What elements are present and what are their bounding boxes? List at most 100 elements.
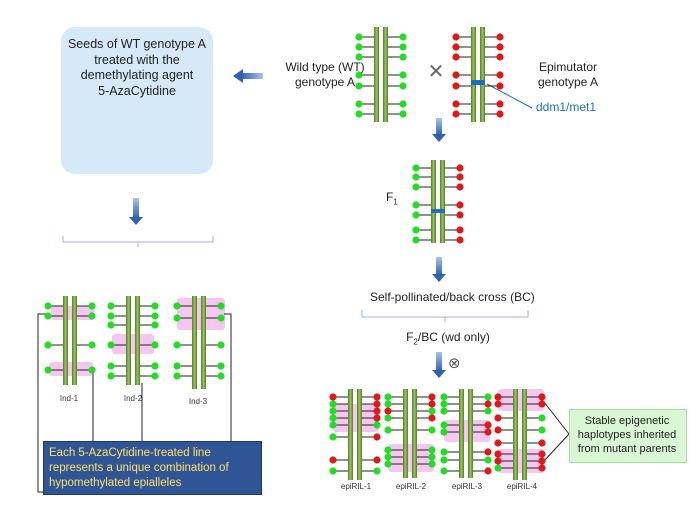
unmethylated-site xyxy=(329,433,337,441)
f1-chromosome-mutation-block xyxy=(431,209,445,213)
methylated-site xyxy=(496,43,504,51)
arrow-f1-to-f2 xyxy=(432,257,446,282)
methylated-site xyxy=(496,71,504,79)
unmethylated-site xyxy=(412,236,420,244)
seed-line-4: 5-AzaCytidine xyxy=(98,83,176,98)
methylated-site xyxy=(538,393,546,401)
epiril-2-chromosome-strand-left xyxy=(403,389,408,478)
unmethylated-site xyxy=(384,400,392,408)
unmethylated-site xyxy=(484,407,492,415)
epimutator-chromosome-mutation-block xyxy=(471,80,485,85)
unmethylated-site xyxy=(217,302,225,310)
ind-1-chromosome-strand-right xyxy=(72,296,77,385)
unmethylated-site xyxy=(329,467,337,475)
arrow-f2-to-epirils xyxy=(432,352,446,378)
unmethylated-site xyxy=(412,164,420,172)
unmethylated-site xyxy=(355,53,363,61)
epiril4-highlight-top xyxy=(498,389,544,411)
methylated-site xyxy=(452,43,460,51)
seed-line-3: demethylating agent xyxy=(80,68,194,83)
unmethylated-site xyxy=(399,100,407,108)
methylated-site xyxy=(496,53,504,61)
f1-chromosome-strand-left xyxy=(431,160,436,243)
methylated-site xyxy=(456,211,464,219)
epimutator-chromosome-strand-right xyxy=(480,27,485,122)
unmethylated-site xyxy=(399,110,407,118)
methylated-site xyxy=(452,53,460,61)
methylated-site xyxy=(496,82,504,90)
epiril-1-chromosome-strand-left xyxy=(348,389,353,480)
ind1-highlight-bottom xyxy=(49,362,93,376)
unmethylated-site xyxy=(173,341,181,349)
unmethylated-site xyxy=(384,453,392,461)
methylated-site xyxy=(373,433,381,441)
seed-treatment-box xyxy=(61,27,213,174)
ind-label-2: Ind-2 xyxy=(123,394,143,403)
seed-brace xyxy=(62,236,214,247)
unmethylated-site xyxy=(107,341,115,349)
ind-2-chromosome-strand-left xyxy=(126,296,131,385)
arrow-f2-to-epirils-shaft xyxy=(436,352,442,371)
ind-2-chromosome xyxy=(107,296,159,385)
unmethylated-site xyxy=(107,302,115,310)
epiril-4-chromosome xyxy=(494,389,546,480)
epiril-1-chromosome xyxy=(329,389,381,480)
chromosome-layer xyxy=(44,27,546,480)
unmethylated-site xyxy=(107,372,115,380)
epiril-4-chromosome-strand-left xyxy=(513,389,518,480)
unmethylated-site xyxy=(440,400,448,408)
unmethylated-site xyxy=(412,183,420,191)
green-connector-lower xyxy=(543,433,570,462)
unmethylated-site xyxy=(412,173,420,181)
unmethylated-site xyxy=(428,453,436,461)
ind-label-1: Ind-1 xyxy=(59,394,79,403)
methylated-site xyxy=(456,201,464,209)
unmethylated-site xyxy=(88,366,96,374)
epiril4-highlight-bottom xyxy=(498,449,544,473)
methylated-site xyxy=(452,82,460,90)
unmethylated-site xyxy=(355,82,363,90)
unmethylated-site xyxy=(44,366,52,374)
arrow-parents-to-f1-shaft xyxy=(436,118,442,135)
arrow-layer xyxy=(129,69,446,378)
arrow-seed-to-lines-head xyxy=(129,217,143,225)
f1-base: F xyxy=(386,190,394,204)
ind-1-chromosome xyxy=(44,296,96,385)
unmethylated-site xyxy=(355,110,363,118)
unmethylated-site xyxy=(151,302,159,310)
f2-base: F xyxy=(406,330,414,344)
methylated-site xyxy=(494,457,502,465)
methylated-site xyxy=(373,393,381,401)
ind2-highlight xyxy=(112,334,154,354)
epiril-3-chromosome-strand-right xyxy=(468,389,473,478)
methylated-site xyxy=(494,450,502,458)
methylated-site xyxy=(373,407,381,415)
unmethylated-site xyxy=(399,43,407,51)
ind-3-chromosome xyxy=(173,296,225,389)
methylated-site xyxy=(484,448,492,456)
unmethylated-site xyxy=(107,362,115,370)
methylated-site xyxy=(373,414,381,422)
methylated-site xyxy=(538,439,546,447)
unmethylated-site xyxy=(107,312,115,320)
mutation-pointer-line xyxy=(486,83,533,109)
epimutator-label: Epimutator genotype A xyxy=(518,60,618,90)
epiril2-highlight xyxy=(388,444,434,472)
methylated-site xyxy=(538,457,546,465)
epimutator-line-1: Epimutator xyxy=(538,60,598,74)
unmethylated-site xyxy=(440,407,448,415)
unmethylated-site xyxy=(399,33,407,41)
methylated-site xyxy=(538,400,546,408)
seed-line-1: Seeds of WT genotype A xyxy=(67,37,207,51)
ind-3-chromosome-strand-left xyxy=(192,296,197,389)
methylated-site xyxy=(538,464,546,472)
unmethylated-site xyxy=(355,43,363,51)
unmethylated-site xyxy=(151,362,159,370)
wild-type-label: Wild type (WT) genotype A xyxy=(275,60,375,90)
arrow-wt-to-seed-head xyxy=(233,69,243,83)
unmethylated-site xyxy=(494,464,502,472)
unmethylated-site xyxy=(329,407,337,415)
methylated-site xyxy=(494,414,502,422)
methylated-site xyxy=(494,393,502,401)
seed-line-2: treated with the xyxy=(94,52,180,67)
